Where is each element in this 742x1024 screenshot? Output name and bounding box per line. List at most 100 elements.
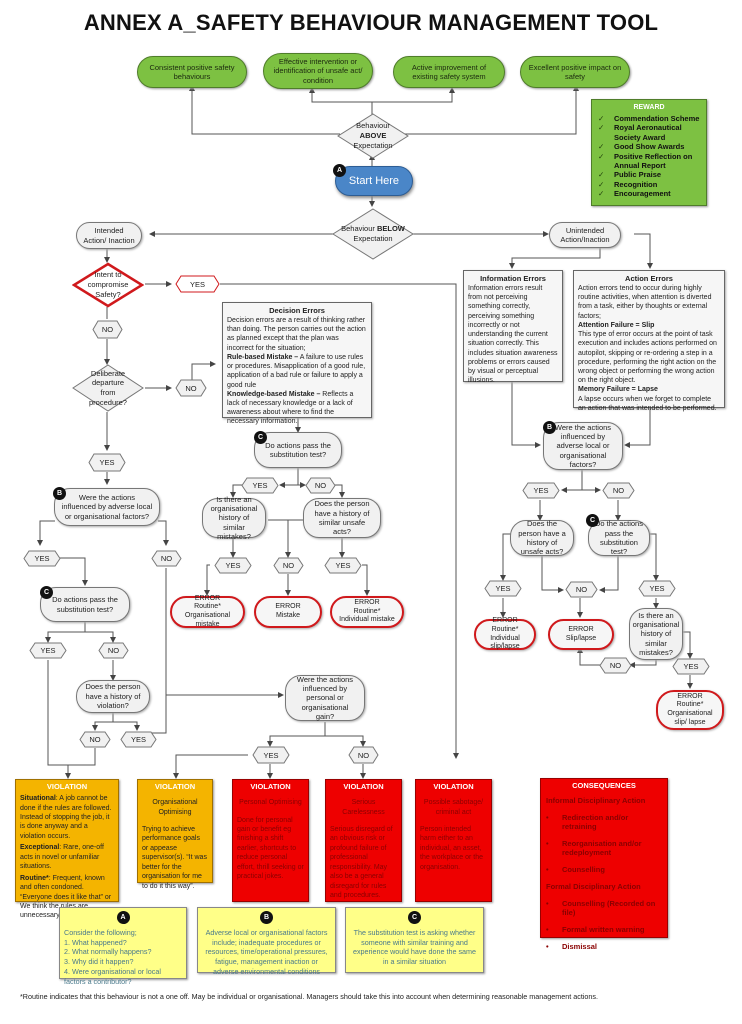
badge-c: C [254, 431, 267, 444]
decision-org-history-question: Is there an organisational history of si… [202, 495, 266, 541]
reward-item: ✓Royal Aeronautical Society Award [598, 123, 682, 142]
violation-sabotage-box: VIOLATION Possible sabotage/ criminal ac… [415, 779, 492, 902]
above-line1: Behaviour [356, 121, 390, 131]
badge-c: C [40, 586, 53, 599]
outcome-consistent-behaviours: Consistent positive safety behaviours [137, 56, 247, 88]
start-here-button[interactable]: Start Here [335, 166, 413, 196]
badge-b: B [53, 487, 66, 500]
badge-c: C [408, 911, 421, 924]
badge-b: B [543, 421, 556, 434]
consequence-item: •Counselling (Recorded on file) [546, 899, 656, 917]
information-errors-heading: Information Errors [480, 274, 546, 283]
check-icon: ✓ [598, 179, 605, 189]
intended-c-yes-label: YES [29, 642, 67, 659]
reward-item: ✓Good Show Awards [598, 142, 685, 152]
consequences-panel: CONSEQUENCES Informal Disciplinary Actio… [540, 778, 668, 951]
bullet-icon: • [546, 899, 549, 908]
violation-serious-carelessness-box: VIOLATION Serious Carelessness Serious d… [325, 779, 402, 902]
informal-action-label: Informal Disciplinary Action [546, 796, 646, 805]
action-errors-heading: Action Errors [625, 274, 673, 283]
decision-person-yes-label: YES [324, 557, 362, 574]
decision-errors-heading: Decision Errors [269, 306, 325, 315]
check-icon: ✓ [598, 151, 605, 161]
outcome-effective-intervention: Effective intervention or identification… [263, 53, 373, 89]
above-line3: Expectation [353, 140, 393, 150]
bullet-icon: • [546, 839, 549, 848]
unintended-mid-no-label: NO [565, 581, 598, 598]
check-icon: ✓ [598, 123, 605, 133]
violation-situational-box: VIOLATION Situational: A job cannot be d… [15, 779, 119, 919]
footnote: *Routine indicates that this behaviour i… [20, 992, 599, 1001]
unintended-org-no-label: NO [599, 657, 632, 674]
history-yes-label: YES [120, 731, 157, 748]
formal-action-label: Formal Disciplinary Action [546, 882, 641, 891]
unintended-org-yes-label: YES [672, 658, 710, 675]
intent-yes-label: YES [175, 275, 220, 293]
gain-yes-label: YES [252, 746, 290, 764]
note-c: C The substitution test is asking whethe… [345, 907, 484, 973]
reward-panel: REWARD ✓Commendation Scheme ✓Royal Aeron… [591, 99, 707, 206]
decision-errors-box: Decision Errors Decision errors are a re… [222, 302, 372, 425]
consequence-item: •Dismissal [546, 942, 598, 951]
violation-organisational-optimising-box: VIOLATION Organisational Optimising Tryi… [137, 779, 213, 890]
violation-personal-optimising-box: VIOLATION Personal Optimising Done for p… [232, 779, 309, 902]
decision-c-question: Do actions pass the substitution test? [254, 432, 342, 468]
page-title: ANNEX A_SAFETY BEHAVIOUR MANAGEMENT TOOL [83, 10, 659, 35]
history-no-label: NO [79, 731, 111, 748]
check-icon: ✓ [598, 170, 605, 180]
unintended-c-yes-label: YES [638, 580, 676, 597]
check-icon: ✓ [598, 189, 605, 198]
start-label: Start Here [348, 175, 400, 187]
badge-a: A [116, 911, 130, 924]
unintended-c-question: Do the actions pass the substitution tes… [588, 519, 650, 556]
intended-b-no-label: NO [151, 550, 182, 567]
decision-no-label: NO [305, 477, 336, 494]
unintended-action-node: Unintended Action/Inaction [549, 222, 621, 248]
reward-item: ✓Encouragement [598, 189, 671, 198]
below-line2: Expectation [353, 234, 393, 243]
consequence-item: •Redirection and/or retraining [546, 813, 629, 831]
above-line2: ABOVE [359, 131, 387, 141]
reward-item: ✓Commendation Scheme [598, 114, 700, 123]
reward-item: ✓Positive Reflection on Annual Report [598, 151, 693, 170]
deliberate-no-label: NO [175, 379, 207, 397]
bullet-icon: • [546, 813, 549, 822]
bullet-icon: • [546, 942, 549, 951]
bullet-icon: • [546, 925, 549, 934]
below-line1: Behaviour [341, 224, 377, 234]
decision-org-yes-label: YES [214, 557, 252, 574]
information-errors-box: Information Errors Information errors re… [463, 270, 563, 384]
unintended-org-history-question: Is there an organisational history of si… [629, 608, 683, 660]
intent-no-label: NO [92, 320, 123, 339]
unintended-b-no-label: NO [602, 482, 635, 499]
badge-a: A [333, 164, 346, 177]
note-a: A Consider the following; 1. What happen… [59, 907, 187, 986]
consequence-item: •Reorganisation and/or redeployment [546, 839, 642, 857]
intent-to-compromise-decision: Intent to compromise Safety? [72, 262, 144, 308]
reward-item: ✓Recognition [598, 179, 658, 189]
decision-mid-no-label: NO [273, 557, 304, 574]
action-errors-box: Action Errors Action errors tend to occu… [573, 270, 725, 412]
intended-b-yes-label: YES [23, 550, 61, 567]
deliberate-yes-label: YES [88, 453, 126, 472]
unintended-person-yes-label: YES [484, 580, 522, 597]
intended-c-question: Do actions pass the substitution test? [40, 587, 130, 622]
deliberate-departure-decision: Deliberate departure from procedure? [72, 364, 144, 412]
unintended-b-question: Were the actions influenced by adverse l… [543, 422, 623, 470]
intended-c-no-label: NO [98, 642, 129, 659]
badge-b: B [260, 911, 273, 924]
intended-b-question: Were the actions influenced by adverse l… [54, 488, 160, 526]
outcome-excellent-impact: Excellent positive impact on safety [520, 56, 630, 88]
intended-action-node: Intended Action/ Inaction [76, 222, 142, 249]
reward-heading: REWARD [633, 104, 665, 111]
unintended-person-history-question: Does the person have a history of unsafe… [510, 519, 574, 556]
decision-person-history-question: Does the person have a history of simila… [303, 498, 381, 538]
unintended-b-yes-label: YES [522, 482, 560, 499]
